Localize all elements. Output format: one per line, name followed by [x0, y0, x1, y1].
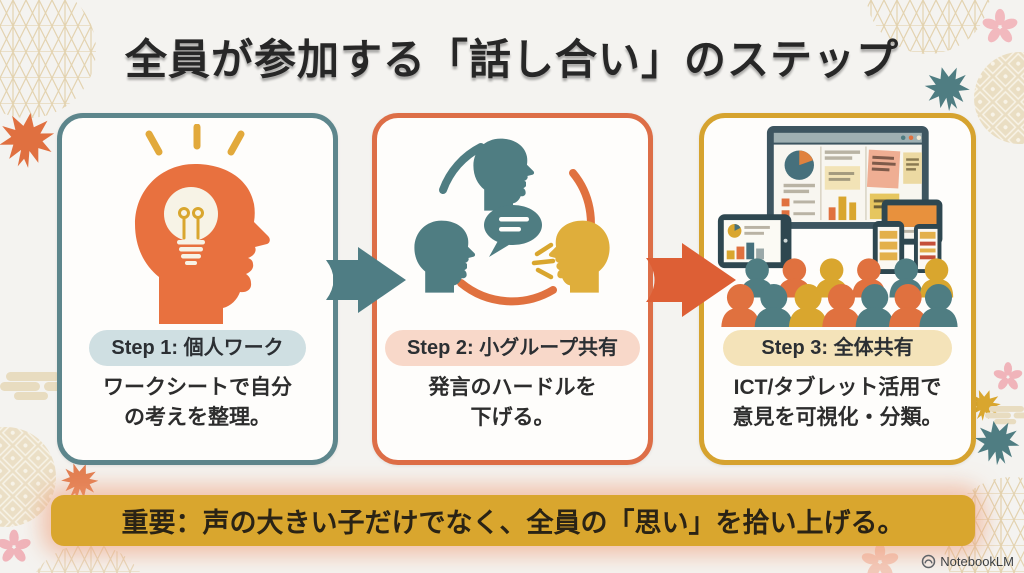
step-2-card: Step 2: 小グループ共有 発言のハードルを 下げる。: [372, 113, 653, 465]
asanoha-pattern-bottom-left: [35, 544, 141, 573]
step2-to-step3-arrow-icon: [646, 243, 736, 317]
step1-to-step2-arrow-icon: [326, 247, 406, 313]
maple-leaf-icon: [0, 109, 57, 171]
kasumi-cloud-motif: [0, 372, 64, 400]
group-discussion-icon: [377, 118, 648, 330]
step-3-card: Step 3: 全体共有 ICT/タブレット活用で 意見を可視化・分類。: [699, 113, 976, 465]
kasumi-cloud-motif: [985, 406, 1024, 425]
notebooklm-logo-icon: [922, 554, 936, 569]
step-description: 発言のハードルを 下げる。: [428, 376, 597, 429]
maple-leaf-icon: [972, 417, 1023, 469]
step-label-pill: Step 1: 個人ワーク: [89, 330, 306, 366]
tablet-chart-icon: [717, 214, 791, 269]
speech-bubble-icon: [483, 205, 542, 257]
step-label-pill: Step 3: 全体共有: [723, 330, 952, 366]
ict-whole-class-sharing-icon: [704, 118, 971, 330]
speaking-marks: [531, 242, 555, 280]
hishi-pattern-left: [0, 427, 56, 527]
thinking-head-lightbulb-icon: [62, 118, 333, 330]
sakura-flower-icon: [860, 543, 900, 573]
key-point-banner: 重要：声の大きい子だけでなく、全員の「思い」を拾い上げる。: [51, 495, 975, 546]
step-1-card: Step 1: 個人ワーク ワークシートで自分 の考えを整理。: [57, 113, 338, 465]
notebooklm-brand: NotebookLM: [921, 554, 1014, 569]
mobile-devices-icon: [872, 199, 942, 274]
step-label-pill: Step 2: 小グループ共有: [384, 330, 641, 366]
sakura-flower-icon: [0, 529, 32, 564]
step-description: ワークシートで自分 の考えを整理。: [103, 376, 292, 429]
brand-label: NotebookLM: [940, 554, 1014, 569]
step-description: ICT/タブレット活用で 意見を可視化・分類。: [732, 376, 943, 429]
page-title: 全員が参加する「話し合い」のステップ: [124, 36, 899, 83]
idea-rays: [145, 124, 244, 156]
sakura-flower-icon: [992, 362, 1024, 392]
whiteboard-screen-icon: [766, 125, 929, 229]
